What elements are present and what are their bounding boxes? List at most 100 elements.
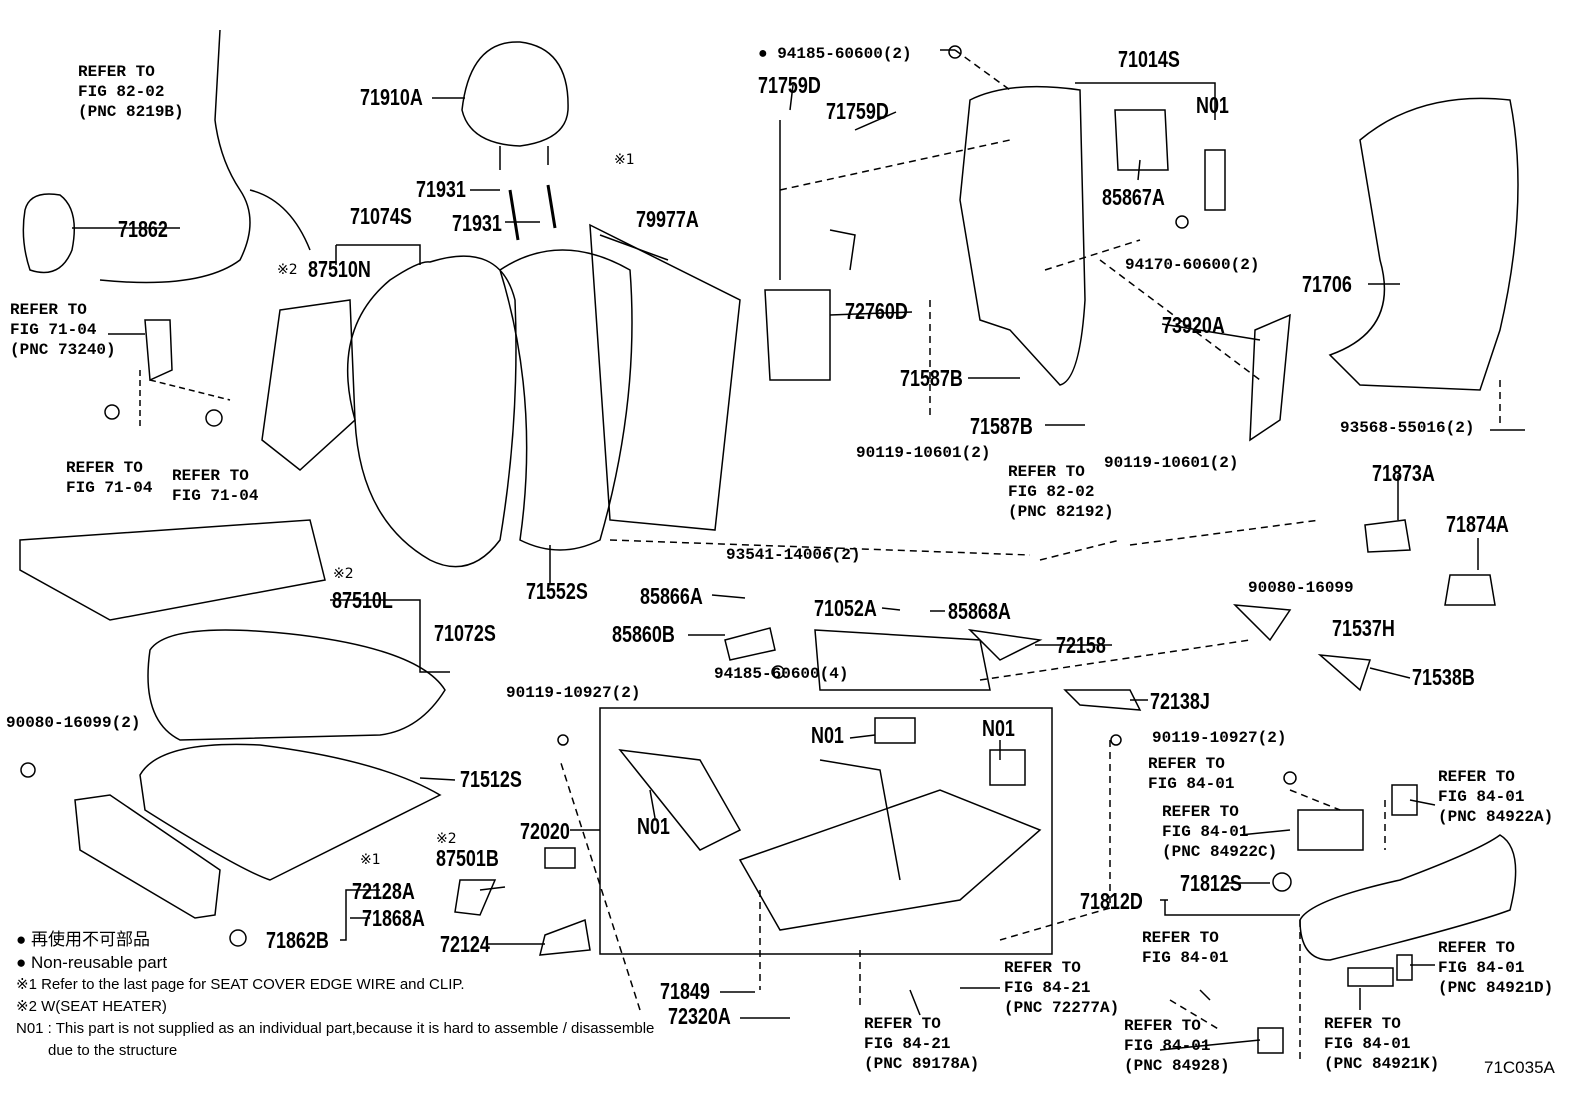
refer-line: FIG 82-02 xyxy=(1008,483,1095,501)
part-label-87510L: 87510L xyxy=(332,587,393,613)
part-label-85867A: 85867A xyxy=(1102,184,1165,210)
refer-line: FIG 84-21 xyxy=(1004,979,1091,997)
hardware-label: 94170-60600(2) xyxy=(1125,256,1260,274)
note-1-mark: ※1 xyxy=(360,852,381,868)
side-garnish-shape xyxy=(1299,834,1517,961)
part-label-72124: 72124 xyxy=(440,931,490,957)
refer-line: REFER TO xyxy=(1324,1015,1401,1033)
refer-line: REFER TO xyxy=(1148,755,1225,773)
note-2-mark: ※2 xyxy=(277,262,298,278)
refer-line: FIG 84-21 xyxy=(864,1035,951,1053)
seat-cushion-shape xyxy=(147,629,446,741)
part-label-71759D: 71759D xyxy=(826,98,889,124)
part-label-72320A: 72320A xyxy=(668,1003,731,1029)
headrest-shape xyxy=(461,41,569,147)
refer-line: (PNC 73240) xyxy=(10,341,116,359)
refer-to-label[interactable]: REFER TO FIG 71-04 (PNC 73240) xyxy=(10,300,116,360)
cushion-heater-shape xyxy=(19,519,326,621)
refer-line: REFER TO xyxy=(172,467,249,485)
hardware-label: 93568-55016(2) xyxy=(1340,419,1475,437)
hardware-label: 90119-10927(2) xyxy=(506,684,641,702)
refer-line: FIG 71-04 xyxy=(10,321,97,339)
refer-to-label[interactable]: REFER TO FIG 82-02 (PNC 82192) xyxy=(1008,462,1114,522)
legend-note-n01-cont: due to the structure xyxy=(48,1042,178,1059)
back-board-shape xyxy=(589,223,741,531)
refer-line: (PNC 82192) xyxy=(1008,503,1114,521)
part-label-79977A: 79977A xyxy=(636,206,699,232)
refer-line: REFER TO xyxy=(10,301,87,319)
side-cover-shape xyxy=(22,193,75,274)
hardware-label: 90119-10927(2) xyxy=(1152,729,1287,747)
buckle-shape xyxy=(144,319,173,382)
refer-line: (PNC 84928) xyxy=(1124,1057,1230,1075)
refer-line: FIG 84-01 xyxy=(1142,949,1229,967)
part-label-71587B: 71587B xyxy=(970,413,1033,439)
refer-line: (PNC 8219B) xyxy=(78,103,184,121)
part-label-71074S: 71074S xyxy=(350,203,412,229)
part-label-71812D: 71812D xyxy=(1080,888,1143,914)
part-label-72020: 72020 xyxy=(520,818,570,844)
part-label-71931: 71931 xyxy=(452,210,502,236)
refer-line: FIG 84-01 xyxy=(1438,959,1525,977)
hardware-label: 94185-60600(4) xyxy=(714,665,849,683)
refer-line: REFER TO xyxy=(1124,1017,1201,1035)
part-label-87501B: 87501B xyxy=(436,845,499,871)
legend-note-2: ※2 W(SEAT HEATER) xyxy=(16,998,167,1015)
hardware-label: 90119-10601(2) xyxy=(1104,454,1239,472)
refer-to-label[interactable]: REFER TO FIG 84-01 (PNC 84921D) xyxy=(1438,938,1553,998)
front-cover-shape xyxy=(74,794,221,919)
hardware-label: 90080-16099(2) xyxy=(6,714,141,732)
hardware-label: 90119-10601(2) xyxy=(856,444,991,462)
part-label-72760D: 72760D xyxy=(845,298,908,324)
part-label-72128A: 72128A xyxy=(352,878,415,904)
part-label-71587B: 71587B xyxy=(900,365,963,391)
part-label-85860B: 85860B xyxy=(612,621,675,647)
part-label-71910A: 71910A xyxy=(360,84,423,110)
hardware-number: 94185-60600(2) xyxy=(777,45,912,63)
seatback-frame-shape xyxy=(959,85,1086,386)
part-label-71552S: 71552S xyxy=(526,578,588,604)
refer-line: REFER TO xyxy=(1008,463,1085,481)
refer-to-label[interactable]: REFER TO FIG 82-02 (PNC 8219B) xyxy=(78,62,184,122)
refer-line: FIG 82-02 xyxy=(78,83,165,101)
note-2-mark: ※2 xyxy=(436,831,457,847)
side-shield-shape xyxy=(1249,313,1291,442)
part-label-85866A: 85866A xyxy=(640,583,703,609)
part-label-N01: N01 xyxy=(1196,92,1229,118)
part-label-72158: 72158 xyxy=(1056,632,1106,658)
refer-line: (PNC 84922C) xyxy=(1162,843,1278,861)
part-label-N01: N01 xyxy=(811,722,844,748)
headrest-guide-shape xyxy=(508,184,557,241)
refer-line: (PNC 89178A) xyxy=(864,1055,980,1073)
legend: ● 再使用不可部品 ● Non-reusable part ※1 Refer t… xyxy=(16,928,654,1062)
refer-line: REFER TO xyxy=(1438,939,1515,957)
heater-mat-shape xyxy=(261,299,356,471)
refer-to-label[interactable]: REFER TO FIG 84-21 (PNC 72277A) xyxy=(1004,958,1119,1018)
legend-non-reusable-en: ● Non-reusable part xyxy=(16,953,168,972)
hardware-label: 93541-14006(2) xyxy=(726,546,861,564)
diagram-code: 71C035A xyxy=(1484,1058,1555,1077)
part-label-71052A: 71052A xyxy=(814,595,877,621)
part-label-N01: N01 xyxy=(982,715,1015,741)
seat-track-shape xyxy=(738,759,1042,931)
refer-line: REFER TO xyxy=(78,63,155,81)
part-label-71873A: 71873A xyxy=(1372,460,1435,486)
refer-line: REFER TO xyxy=(1004,959,1081,977)
part-label-71537H: 71537H xyxy=(1332,615,1395,641)
part-label-71759D: 71759D xyxy=(758,72,821,98)
refer-line: (PNC 72277A) xyxy=(1004,999,1120,1017)
refer-line: (PNC 84921D) xyxy=(1438,979,1554,997)
part-label-71874A: 71874A xyxy=(1446,511,1509,537)
part-label-71512S: 71512S xyxy=(460,766,522,792)
hardware-label: 90080-16099 xyxy=(1248,579,1354,597)
note-2-mark: ※2 xyxy=(333,566,354,582)
